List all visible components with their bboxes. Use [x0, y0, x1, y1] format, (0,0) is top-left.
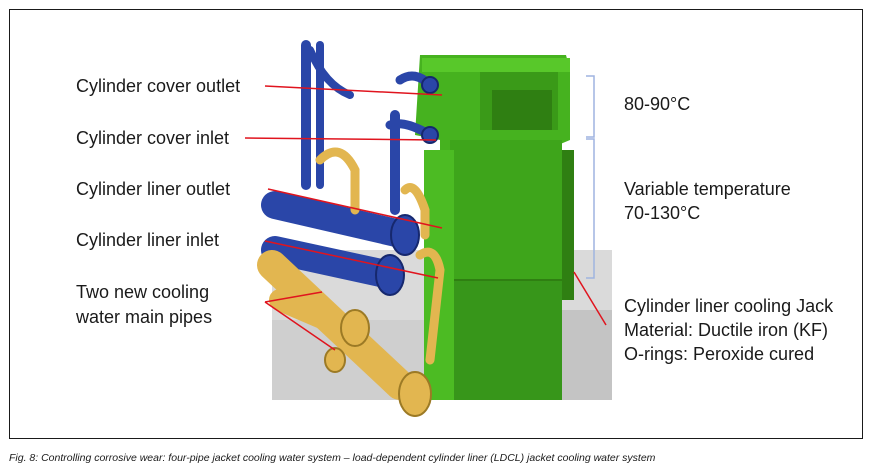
leader-liner-inlet [264, 240, 439, 279]
label-cylinder-liner-inlet: Cylinder liner inlet [76, 230, 220, 250]
leader-cover-inlet [244, 137, 437, 141]
figure-frame: Cylinder cover outlet Cylinder cover inl… [9, 9, 863, 439]
label-temp-variable-line2: 70-130°C [624, 203, 701, 223]
bracket-top [586, 75, 595, 138]
label-cylinder-cover-inlet: Cylinder cover inlet [76, 128, 230, 148]
cylinder-jacket [415, 55, 574, 400]
label-main-pipes-line1: Two new cooling [76, 282, 210, 302]
gold-pipes [257, 147, 445, 400]
label-cylinder-liner-outlet: Cylinder liner outlet [76, 179, 231, 199]
leader-cover-outlet [264, 85, 443, 96]
leader-liner-outlet [267, 188, 443, 229]
temperature-brackets [586, 75, 595, 279]
leader-main-pipes-b [264, 301, 336, 351]
engine-illustration [244, 40, 612, 417]
figure-caption: Fig. 8: Controlling corrosive wear: four… [9, 452, 656, 464]
label-jacket-line1: Cylinder liner cooling Jack [624, 296, 834, 316]
leader-main-pipes-a [264, 291, 323, 303]
leader-jacket [573, 271, 607, 326]
label-cylinder-cover-outlet: Cylinder cover outlet [76, 76, 241, 96]
leader-lines [244, 85, 607, 351]
blue-pipe-flanges [375, 76, 439, 296]
label-temp-top: 80-90°C [624, 94, 691, 114]
label-main-pipes-line2: water main pipes [76, 307, 213, 327]
gold-pipe-flanges [324, 309, 432, 417]
label-jacket-line2: Material: Ductile iron (KF) [624, 320, 829, 340]
label-jacket-line3: O-rings: Peroxide cured [624, 344, 815, 364]
label-temp-variable-line1: Variable temperature [624, 179, 791, 199]
bracket-variable [586, 138, 595, 279]
